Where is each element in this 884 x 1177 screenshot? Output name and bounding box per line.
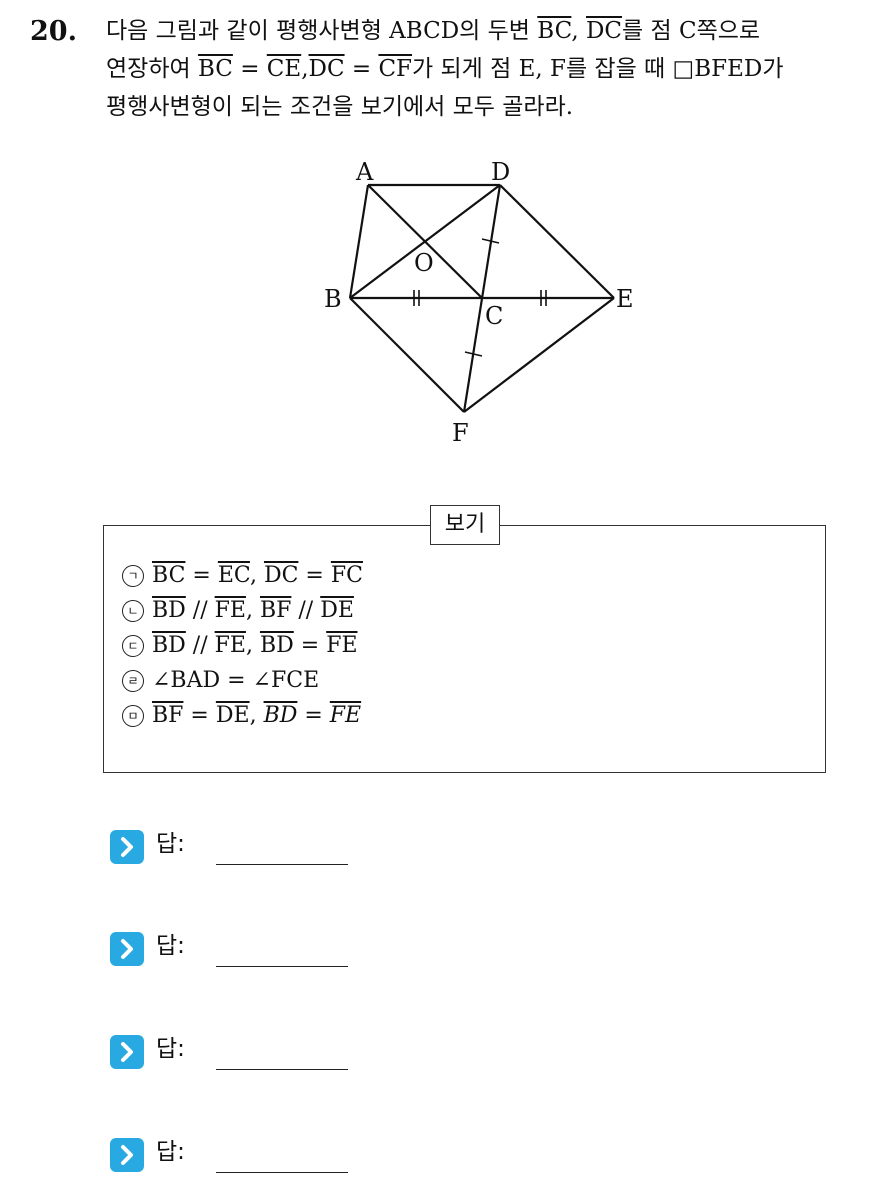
answer-label: 답:: [156, 831, 185, 857]
bogi-condition: BC = EC, DC = FC: [152, 558, 363, 593]
bogi-item: ㄱ BC = EC, DC = FC: [122, 558, 802, 593]
figure-svg: A D B E C F O: [324, 158, 634, 447]
math-text: //: [185, 598, 215, 623]
answer-blank[interactable]: [216, 1069, 348, 1070]
math-text: =: [185, 563, 218, 588]
segment-bf: [349, 297, 465, 413]
math-text: =: [183, 703, 216, 728]
math-text: ,: [249, 703, 264, 728]
segment: BC: [152, 563, 186, 588]
math-text: ,: [245, 598, 260, 623]
segment-cf: CF: [378, 56, 413, 82]
bogi-marker: ㄴ: [122, 599, 144, 622]
bogi-condition: ∠BAD = ∠FCE: [152, 663, 319, 698]
segment: DE: [320, 598, 354, 623]
text-segment: =: [232, 56, 267, 82]
arrow-icon: [110, 830, 144, 864]
bogi-marker: ㄱ: [122, 564, 144, 587]
bogi-title: 보기: [430, 505, 500, 545]
segment: DE: [215, 703, 250, 728]
text-segment: ,: [301, 56, 309, 82]
answer-blank[interactable]: [216, 1172, 348, 1173]
segment-bd: [349, 184, 501, 299]
text-segment: 가 되게 점 E, F를 잡을 때 □BFED가: [412, 56, 784, 82]
segment-de: [499, 184, 615, 299]
problem-line-2: 연장하여 BC = CE,DC = CF가 되게 점 E, F를 잡을 때 □B…: [106, 50, 876, 88]
bogi-marker: ㅁ: [122, 704, 144, 727]
segment-dc: DC: [308, 56, 345, 82]
answer-label: 답:: [156, 933, 185, 959]
math-text: ,: [245, 633, 260, 658]
segment: FC: [330, 563, 363, 588]
bogi-marker: ㄷ: [122, 634, 144, 657]
text-segment: 다음 그림과 같이 평행사변형 ABCD의 두변: [106, 18, 538, 44]
segment-bc: BC: [197, 56, 233, 82]
math-text: =: [293, 633, 327, 658]
vertex-label-b: B: [324, 285, 342, 313]
segment: BD: [152, 598, 186, 623]
bogi-condition: BD // FE, BF // DE: [152, 593, 354, 628]
bogi-condition: BF = DE, BD = FE: [152, 698, 361, 733]
answer-row-1: 답:: [110, 826, 370, 866]
segment: BF: [152, 703, 184, 728]
problem-line-1: 다음 그림과 같이 평행사변형 ABCD의 두변 BC, DC를 점 C쪽으로: [106, 12, 876, 50]
segment: BD: [259, 633, 294, 658]
vertex-label-f: F: [452, 419, 469, 447]
text-segment: 연장하여: [106, 56, 198, 82]
math-text: =: [297, 703, 330, 728]
math-text: //: [291, 598, 321, 623]
bogi-item: ㅁ BF = DE, BD = FE: [122, 698, 802, 733]
segment: FE: [326, 633, 358, 658]
bogi-items: ㄱ BC = EC, DC = FC ㄴ BD // FE, BF // DE ㄷ BD …: [122, 558, 802, 733]
geometry-figure: A D B E C F O: [310, 150, 650, 450]
segment-ab: [348, 184, 370, 299]
answer-row-2: 답:: [110, 928, 370, 968]
vertex-label-e: E: [616, 285, 634, 313]
arrow-icon: [110, 1138, 144, 1172]
segment: EC: [217, 563, 250, 588]
segment-fe: [463, 297, 615, 413]
text-segment: =: [344, 56, 379, 82]
segment-bc: BC: [537, 18, 572, 44]
math-text: //: [185, 633, 215, 658]
answer-blank[interactable]: [216, 864, 348, 865]
segment: BD: [152, 633, 186, 658]
segment: DC: [263, 563, 299, 588]
segment-ce: CE: [266, 56, 302, 82]
vertex-label-d: D: [491, 158, 510, 186]
math-text: ,: [249, 563, 264, 588]
segment: FE: [329, 703, 362, 728]
segment: BD: [263, 703, 298, 728]
answer-label: 답:: [156, 1139, 185, 1165]
text-segment: 를 점 C쪽으로: [622, 18, 761, 44]
vertex-label-o: O: [414, 249, 434, 277]
math-text: =: [298, 563, 331, 588]
bogi-item: ㄹ ∠BAD = ∠FCE: [122, 663, 802, 698]
arrow-icon: [110, 1035, 144, 1069]
answer-blank[interactable]: [216, 966, 348, 967]
problem-number: 20.: [30, 16, 77, 47]
tick-dc: [481, 238, 500, 244]
bogi-marker: ㄹ: [122, 669, 144, 692]
segment-dc: DC: [585, 18, 623, 44]
vertex-label-c: C: [485, 302, 503, 330]
answer-row-3: 답:: [110, 1031, 370, 1071]
segment: FE: [214, 598, 246, 623]
text-segment: ,: [571, 18, 586, 44]
problem-line-3: 평행사변형이 되는 조건을 보기에서 모두 골라라.: [106, 94, 574, 120]
segment: BF: [259, 598, 292, 623]
answer-label: 답:: [156, 1036, 185, 1062]
bogi-item: ㄷ BD // FE, BD = FE: [122, 628, 802, 663]
answer-row-4: 답:: [110, 1134, 370, 1174]
segment-df: [462, 184, 502, 413]
math-text: ∠BAD = ∠FCE: [152, 668, 320, 693]
bogi-condition: BD // FE, BD = FE: [152, 628, 358, 663]
bogi-item: ㄴ BD // FE, BF // DE: [122, 593, 802, 628]
tick-cf: [464, 351, 483, 357]
arrow-icon: [110, 932, 144, 966]
vertex-label-a: A: [355, 158, 374, 186]
segment: FE: [214, 633, 246, 658]
problem-text: 다음 그림과 같이 평행사변형 ABCD의 두변 BC, DC를 점 C쪽으로 …: [106, 12, 876, 126]
